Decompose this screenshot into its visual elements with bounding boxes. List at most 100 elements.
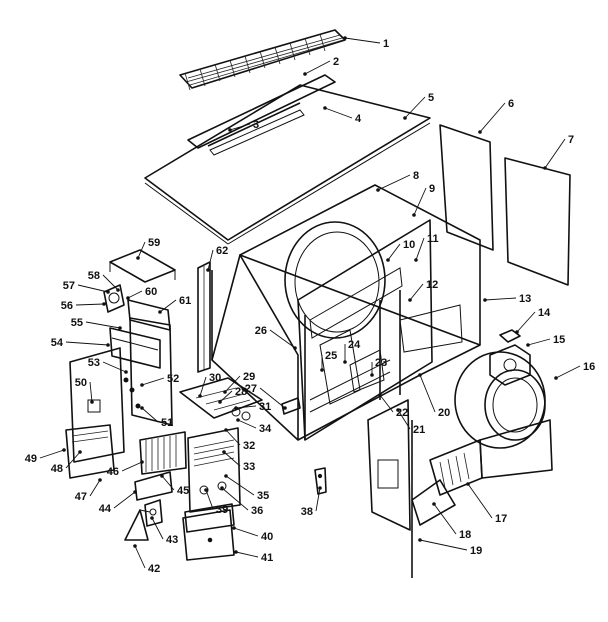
callout-46: 46	[107, 460, 144, 478]
callout-leader-5	[404, 96, 426, 119]
callout-14: 14	[515, 307, 551, 334]
callout-leader-7	[544, 138, 566, 169]
callout-3: 3	[228, 119, 259, 132]
callout-56: 56	[61, 300, 106, 312]
callout-13: 13	[483, 293, 531, 305]
callout-number: 28	[235, 386, 247, 398]
callout-10: 10	[386, 239, 415, 262]
callout-leader-39	[205, 489, 214, 510]
small-pad	[499, 329, 521, 343]
access-door	[367, 399, 456, 578]
callout-leader-30	[199, 376, 207, 397]
callout-44: 44	[99, 490, 137, 515]
callout-tip-36	[220, 486, 224, 490]
callout-leader-48	[65, 451, 81, 469]
callout-leader-47	[89, 479, 101, 497]
callout-tip-28	[218, 400, 222, 404]
callout-tip-59	[136, 256, 140, 260]
callout-tip-56	[102, 302, 106, 306]
callout-leader-17	[467, 483, 493, 519]
callout-leader-52	[141, 377, 165, 386]
callout-leader-11	[415, 237, 425, 261]
callout-number: 29	[243, 371, 255, 383]
callout-tip-20	[418, 373, 422, 377]
callout-24: 24	[343, 339, 361, 364]
small-plates	[134, 471, 173, 527]
callout-tip-50	[90, 400, 94, 404]
callout-tip-26	[293, 346, 297, 350]
callout-number: 34	[259, 423, 272, 435]
callout-38: 38	[301, 486, 322, 518]
callout-leader-29	[224, 375, 241, 393]
callout-number: 5	[428, 92, 434, 104]
callout-tip-57	[106, 290, 110, 294]
callout-leader-44	[113, 491, 136, 509]
callout-52: 52	[140, 373, 179, 387]
callout-tip-27	[283, 406, 287, 410]
callout-28: 28	[218, 386, 247, 404]
callout-number: 23	[375, 357, 387, 369]
callout-tip-18	[432, 502, 436, 506]
callout-12: 12	[408, 279, 438, 302]
callout-tip-32	[224, 428, 228, 432]
callout-tip-1	[343, 36, 347, 40]
callout-leader-33	[223, 451, 241, 467]
callout-number: 19	[470, 545, 482, 557]
callout-leader-21	[397, 409, 411, 430]
callout-number: 39	[216, 504, 228, 516]
callout-leader-2	[304, 60, 331, 75]
cabinet-frame	[211, 184, 481, 441]
callout-leader-51	[141, 407, 159, 423]
callout-61: 61	[158, 295, 191, 314]
callout-number: 10	[403, 239, 415, 251]
callout-number: 2	[333, 56, 339, 68]
bracket-38	[314, 467, 327, 495]
callout-number: 50	[75, 377, 87, 389]
control-front-panel	[187, 427, 241, 513]
callout-number: 35	[257, 490, 269, 502]
callout-number: 4	[355, 113, 362, 125]
callout-54: 54	[51, 337, 110, 349]
callout-tip-47	[98, 478, 102, 482]
callout-tip-13	[483, 298, 487, 302]
callout-number: 54	[51, 337, 64, 349]
callout-number: 46	[107, 466, 119, 478]
callout-leader-35	[225, 475, 255, 496]
callout-30: 30	[198, 372, 221, 398]
callout-number: 11	[427, 233, 439, 245]
callout-tip-45	[160, 474, 164, 478]
callout-number: 52	[167, 373, 179, 385]
blower-assembly	[429, 351, 553, 496]
louvered-panel	[139, 431, 187, 475]
callout-27: 27	[245, 383, 287, 410]
callout-number: 8	[413, 170, 419, 182]
callout-tip-15	[526, 343, 530, 347]
callout-leader-8	[377, 174, 411, 191]
callout-leader-54	[65, 341, 109, 346]
callout-8: 8	[376, 170, 419, 192]
callout-tip-33	[222, 450, 226, 454]
callout-tip-62	[206, 268, 210, 272]
callout-leader-49	[39, 449, 65, 459]
callout-60: 60	[126, 286, 157, 300]
callout-leader-3	[229, 123, 251, 131]
callout-32: 32	[224, 428, 255, 452]
callout-62: 62	[206, 245, 228, 272]
callout-number: 56	[61, 300, 73, 312]
callout-number: 6	[508, 98, 514, 110]
callout-tip-7	[543, 166, 547, 170]
callout-number: 48	[51, 463, 63, 475]
callout-number: 15	[553, 334, 565, 346]
callout-tip-25	[320, 368, 324, 372]
callout-tip-24	[343, 360, 347, 364]
callout-leader-40	[233, 527, 259, 537]
callout-tip-38	[318, 486, 322, 490]
callout-leader-19	[419, 539, 468, 551]
callout-leader-55	[85, 321, 121, 329]
callout-tip-12	[408, 298, 412, 302]
callout-number: 40	[261, 531, 273, 543]
callout-leader-22	[379, 394, 394, 413]
callout-number: 51	[161, 417, 173, 429]
callout-tip-9	[412, 213, 416, 217]
callout-number: 32	[243, 440, 255, 452]
